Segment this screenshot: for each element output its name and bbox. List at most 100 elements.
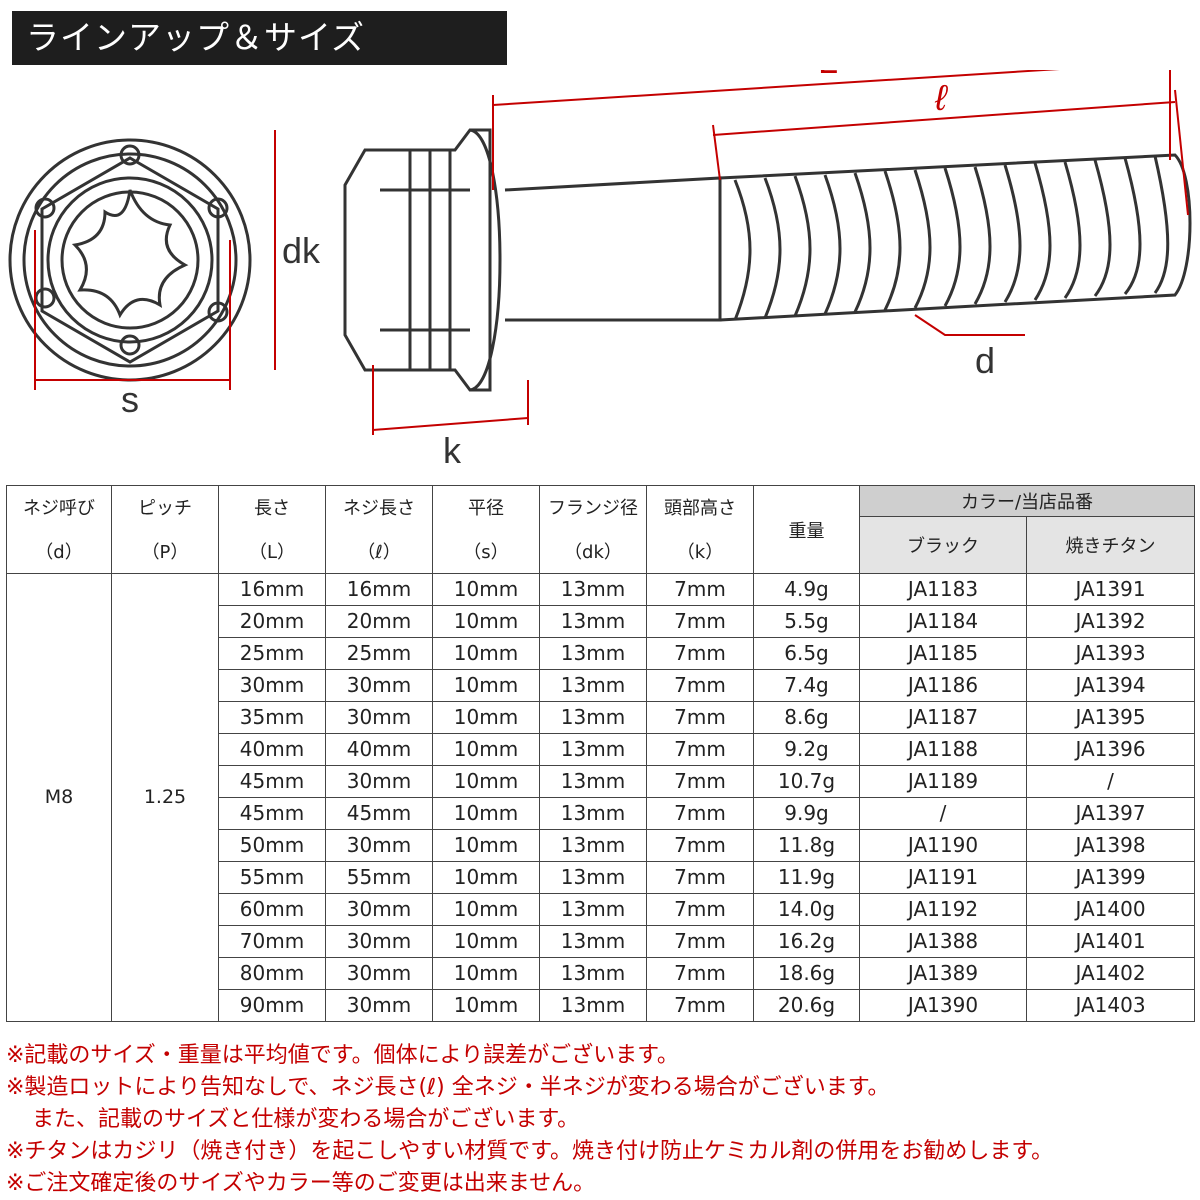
cell-thread-length: 30mm	[325, 829, 433, 862]
cell-thread-length: 30mm	[325, 701, 433, 734]
cell-weight: 6.5g	[753, 637, 860, 670]
cell-part-black: /	[859, 797, 1027, 830]
cell-part-burnt-titanium: JA1392	[1025, 605, 1196, 638]
cell-flange-diameter: 13mm	[539, 605, 647, 638]
header-pitch: ピッチ （P）	[111, 485, 219, 574]
cell-flange-diameter: 13mm	[539, 861, 647, 894]
note-item: ※記載のサイズ・重量は平均値です。個体により誤差がございます。	[6, 1043, 679, 1068]
cell-part-burnt-titanium: JA1399	[1025, 861, 1196, 894]
cell-weight: 9.9g	[753, 797, 860, 830]
cell-head-height: 7mm	[646, 893, 754, 926]
cell-head-height: 7mm	[646, 733, 754, 766]
cell-weight: 8.6g	[753, 701, 860, 734]
cell-head-height: 7mm	[646, 701, 754, 734]
header-width: 平径 （s）	[432, 485, 540, 574]
cell-flange-diameter: 13mm	[539, 573, 647, 606]
cell-thread-length: 30mm	[325, 765, 433, 798]
cell-part-black: JA1189	[859, 765, 1027, 798]
cell-length: 90mm	[218, 989, 326, 1022]
cell-weight: 4.9g	[753, 573, 860, 606]
cell-part-burnt-titanium: JA1395	[1025, 701, 1196, 734]
cell-width: 10mm	[432, 957, 540, 990]
cell-head-height: 7mm	[646, 989, 754, 1022]
cell-length: 20mm	[218, 605, 326, 638]
cell-part-black: JA1191	[859, 861, 1027, 894]
cell-part-black: JA1190	[859, 829, 1027, 862]
section-title: ラインアップ＆サイズ	[12, 11, 507, 65]
cell-part-burnt-titanium: JA1398	[1025, 829, 1196, 862]
cell-length: 30mm	[218, 669, 326, 702]
cell-width: 10mm	[432, 829, 540, 862]
header-color-group: カラー/当店品番	[858, 485, 1196, 517]
cell-part-burnt-titanium: JA1396	[1025, 733, 1196, 766]
dimension-lines	[34, 70, 1189, 435]
cell-flange-diameter: 13mm	[539, 669, 647, 702]
header-weight: 重量	[753, 485, 860, 574]
cell-length: 70mm	[218, 925, 326, 958]
cell-length: 80mm	[218, 957, 326, 990]
cell-thread-length: 55mm	[325, 861, 433, 894]
cell-width: 10mm	[432, 669, 540, 702]
cell-weight: 10.7g	[753, 765, 860, 798]
cell-width: 10mm	[432, 605, 540, 638]
cell-length: 50mm	[218, 829, 326, 862]
cell-width: 10mm	[432, 861, 540, 894]
bolt-dimension-diagram: L ℓ dk d s k	[8, 70, 1192, 471]
dim-label-L: L	[818, 70, 838, 81]
cell-part-black: JA1184	[859, 605, 1027, 638]
cell-length: 16mm	[218, 573, 326, 606]
cell-head-height: 7mm	[646, 669, 754, 702]
cell-head-height: 7mm	[646, 925, 754, 958]
cell-length: 35mm	[218, 701, 326, 734]
cell-width: 10mm	[432, 733, 540, 766]
cell-flange-diameter: 13mm	[539, 989, 647, 1022]
cell-length: 55mm	[218, 861, 326, 894]
cell-flange-diameter: 13mm	[539, 957, 647, 990]
cell-length: 25mm	[218, 637, 326, 670]
note-item: また、記載のサイズと仕様が変わる場合がございます。	[32, 1107, 580, 1132]
note-item: ※チタンはカジリ（焼き付き）を起こしやすい材質です。焼き付け防止ケミカル剤の併用…	[6, 1139, 1054, 1164]
cell-thread-length: 30mm	[325, 989, 433, 1022]
cell-thread-length: 30mm	[325, 893, 433, 926]
dim-label-s: s	[121, 379, 139, 420]
cell-thread-length: 30mm	[325, 957, 433, 990]
cell-part-burnt-titanium: JA1391	[1025, 573, 1196, 606]
cell-flange-diameter: 13mm	[539, 829, 647, 862]
cell-weight: 7.4g	[753, 669, 860, 702]
cell-part-burnt-titanium: JA1397	[1025, 797, 1196, 830]
cell-part-black: JA1188	[859, 733, 1027, 766]
notes-list: ※記載のサイズ・重量は平均値です。個体により誤差がございます。 ※製造ロットによ…	[6, 1040, 1196, 1200]
header-head-height: 頭部高さ （k）	[646, 485, 754, 574]
cell-thread-length: 45mm	[325, 797, 433, 830]
cell-width: 10mm	[432, 573, 540, 606]
cell-width: 10mm	[432, 893, 540, 926]
cell-thread-length: 40mm	[325, 733, 433, 766]
cell-weight: 11.8g	[753, 829, 860, 862]
cell-head-height: 7mm	[646, 829, 754, 862]
cell-length: 60mm	[218, 893, 326, 926]
cell-part-black: JA1186	[859, 669, 1027, 702]
header-flange-diameter: フランジ径 （dk）	[539, 485, 647, 574]
cell-part-black: JA1187	[859, 701, 1027, 734]
cell-nominal: M8	[6, 573, 112, 1022]
header-burnt-titanium: 焼きチタン	[1025, 516, 1196, 574]
cell-length: 45mm	[218, 797, 326, 830]
cell-part-black: JA1183	[859, 573, 1027, 606]
cell-weight: 20.6g	[753, 989, 860, 1022]
cell-part-burnt-titanium: JA1403	[1025, 989, 1196, 1022]
cell-head-height: 7mm	[646, 797, 754, 830]
cell-part-burnt-titanium: JA1400	[1025, 893, 1196, 926]
dim-label-d: d	[975, 340, 995, 381]
cell-head-height: 7mm	[646, 861, 754, 894]
cell-weight: 9.2g	[753, 733, 860, 766]
cell-part-black: JA1388	[859, 925, 1027, 958]
header-nominal: ネジ呼び （d）	[6, 485, 112, 574]
cell-weight: 16.2g	[753, 925, 860, 958]
cell-flange-diameter: 13mm	[539, 893, 647, 926]
